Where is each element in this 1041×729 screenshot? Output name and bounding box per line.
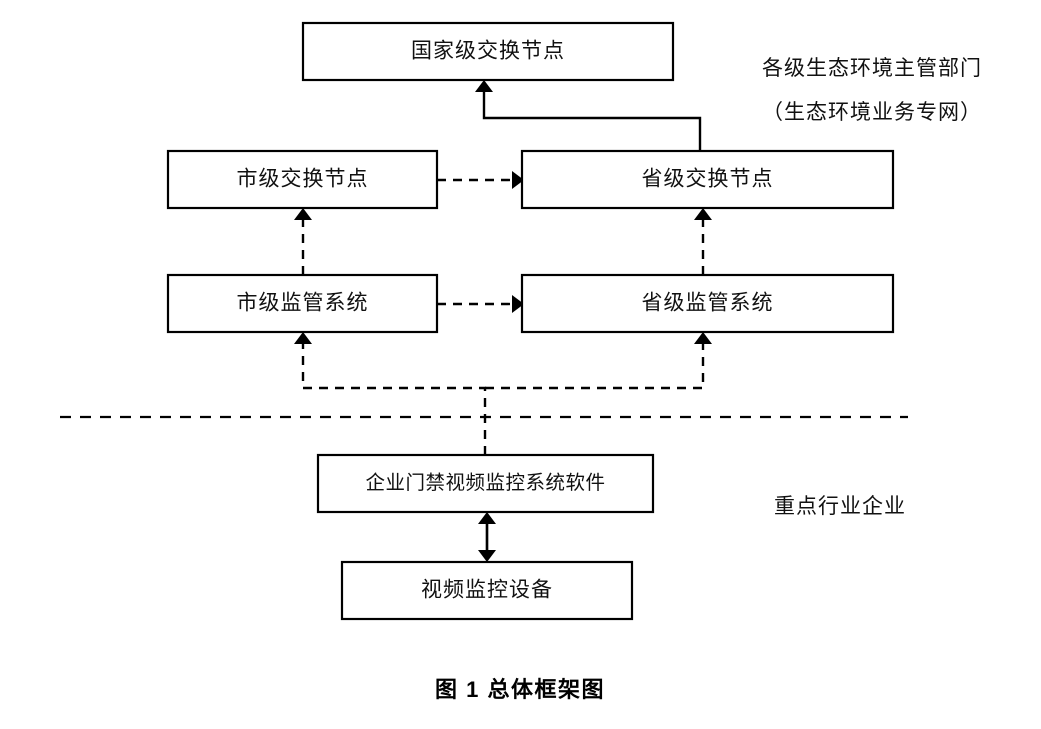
node-label-city-supervision-system: 市级监管系统 — [237, 290, 369, 314]
node-box-video-surveillance-device[interactable] — [340, 560, 634, 621]
arrow-head-enterprise-to-province-supervision — [694, 332, 712, 344]
node-label-city-exchange-node: 市级交换节点 — [237, 166, 369, 190]
node-city-exchange-node[interactable]: 市级交换节点 — [166, 149, 439, 210]
node-box-national-exchange-node[interactable] — [301, 21, 675, 82]
node-city-supervision-system[interactable]: 市级监管系统 — [166, 273, 439, 334]
annotation-line1-lower-zone: 重点行业企业 — [774, 494, 906, 518]
edge-city-exchange-to-province-exchange — [437, 171, 524, 189]
edge-city-supervision-to-province-supervision — [437, 295, 524, 313]
arrow-head-province-to-national — [475, 80, 493, 92]
annotation-upper-zone: 各级生态环境主管部门 （生态环境业务专网） — [762, 56, 982, 124]
arrow-head-city-supervision-to-city-exchange — [294, 208, 312, 220]
node-label-province-exchange-node: 省级交换节点 — [642, 166, 774, 190]
edge-line-enterprise-to-city-supervision — [301, 344, 487, 455]
edge-enterprise-to-city-supervision — [294, 332, 487, 455]
edge-enterprise-to-province-supervision — [485, 332, 712, 390]
arrow-head-city-exchange-to-province-exchange — [512, 171, 524, 189]
arrow-head-city-supervision-to-province-supervision — [512, 295, 524, 313]
edge-line-province-to-national — [482, 92, 702, 151]
figure-caption: 图 1 总体框架图 — [435, 677, 605, 702]
edge-province-supervision-to-province-exchange — [694, 208, 712, 275]
arrow-head-software-device-link-up — [478, 512, 496, 524]
annotation-line1-upper-zone: 各级生态环境主管部门 — [762, 56, 982, 80]
node-box-province-supervision-system[interactable] — [520, 273, 895, 334]
edge-line-enterprise-to-province-supervision — [485, 344, 705, 390]
node-label-enterprise-access-video-software: 企业门禁视频监控系统软件 — [365, 472, 605, 494]
arrow-head-province-supervision-to-province-exchange — [694, 208, 712, 220]
annotation-line2-upper-zone: （生态环境业务专网） — [762, 100, 982, 124]
arrow-head-software-device-link-down — [478, 550, 496, 562]
node-label-national-exchange-node: 国家级交换节点 — [411, 38, 565, 62]
edge-city-supervision-to-city-exchange — [294, 208, 312, 275]
arrow-head-enterprise-to-city-supervision — [294, 332, 312, 344]
node-national-exchange-node[interactable]: 国家级交换节点 — [301, 21, 675, 82]
node-box-province-exchange-node[interactable] — [520, 149, 895, 210]
edge-province-to-national — [475, 80, 702, 151]
edge-software-device-link-down — [478, 524, 496, 562]
node-box-enterprise-access-video-software[interactable] — [316, 453, 655, 514]
node-province-supervision-system[interactable]: 省级监管系统 — [520, 273, 895, 334]
node-box-city-supervision-system[interactable] — [166, 273, 439, 334]
annotations-layer: 各级生态环境主管部门 （生态环境业务专网） 重点行业企业 — [762, 56, 982, 518]
node-province-exchange-node[interactable]: 省级交换节点 — [520, 149, 895, 210]
edges-layer — [294, 80, 712, 562]
node-box-city-exchange-node[interactable] — [166, 149, 439, 210]
annotation-lower-zone: 重点行业企业 — [774, 494, 906, 518]
node-label-province-supervision-system: 省级监管系统 — [642, 290, 774, 314]
figure-caption-layer: 图 1 总体框架图 — [435, 677, 605, 702]
node-enterprise-access-video-software[interactable]: 企业门禁视频监控系统软件 — [316, 453, 655, 514]
node-video-surveillance-device[interactable]: 视频监控设备 — [340, 560, 634, 621]
node-label-video-surveillance-device: 视频监控设备 — [421, 577, 553, 601]
